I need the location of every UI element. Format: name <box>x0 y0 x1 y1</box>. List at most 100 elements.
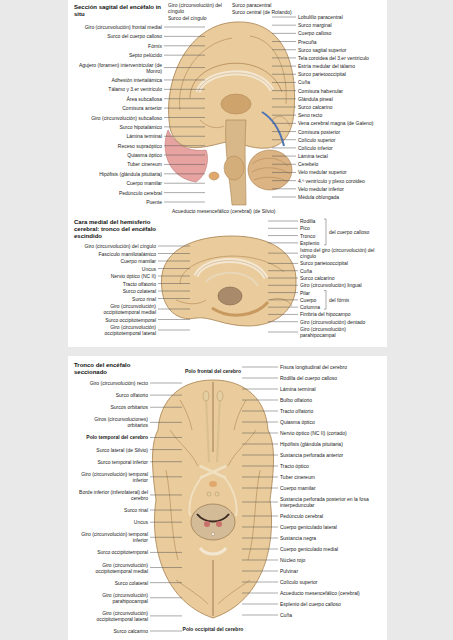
leader-line <box>272 66 296 67</box>
leader-line <box>242 604 278 605</box>
venous-sinus <box>262 112 284 146</box>
part-label: Surco central (de Rolando) <box>232 9 294 15</box>
part-label: Tela coroidea del 3.er ventrículo <box>298 55 382 61</box>
red-nucleus <box>204 521 210 527</box>
leader-line <box>164 155 205 156</box>
part-label: Acueducto mesencefálico (cerebral) <box>280 590 380 596</box>
part-label: Surco temporal inferior <box>74 459 148 465</box>
leader-line <box>164 79 205 80</box>
leader-line <box>272 131 296 132</box>
part-label: Comisura anterior <box>76 105 162 111</box>
leader-line <box>158 261 190 262</box>
leader-line <box>158 298 190 299</box>
part-label: Surco sagital superior <box>298 47 382 53</box>
part-label: Surco colateral <box>74 580 148 586</box>
leader-line <box>164 67 205 68</box>
corpus-callosum <box>196 261 266 279</box>
leader-line <box>158 309 190 310</box>
leader-line <box>150 510 182 511</box>
leader-line <box>326 219 327 245</box>
part-label: Giro (circunvolución) occipitotemporal l… <box>74 324 156 336</box>
part-label: Nervio óptico (NC II) (cortado) <box>280 430 380 436</box>
optic-chiasm <box>200 466 226 478</box>
leader-line <box>268 299 298 300</box>
leader-line <box>150 537 182 538</box>
leader-line <box>164 173 205 174</box>
part-label: Tálamo y 3.er ventrículo <box>76 86 162 92</box>
substantia-nigra <box>197 514 229 522</box>
part-label: Cuerpo mamilar <box>280 485 380 491</box>
leader-line <box>150 383 182 384</box>
part-label: Vena cerebral magna (de Galeno) <box>298 120 382 126</box>
part-label: Giros (circunvoluciones) orbitarios <box>74 416 148 428</box>
leader-line <box>268 307 298 308</box>
leader-line <box>242 477 278 478</box>
leader-line <box>150 461 182 462</box>
leader-line <box>164 108 205 109</box>
part-label: Giro (circunvolución) frontal medial <box>76 24 162 30</box>
part-label: Giro (circunvolución) parahipocampal <box>74 592 148 604</box>
part-label: Surco occipitotemporal <box>74 549 148 555</box>
leader-line <box>158 330 190 331</box>
leader-line <box>272 25 296 26</box>
leader-line <box>158 319 190 320</box>
leader-line <box>164 145 205 146</box>
part-label: Agujero (foramen) interventricular (de M… <box>76 62 162 74</box>
leader-line <box>272 90 296 91</box>
corpus-callosum-outline <box>196 261 266 279</box>
leader-line <box>242 466 278 467</box>
leader-line <box>268 263 298 264</box>
part-label: Surco del cuerpo calloso <box>76 33 162 39</box>
leader-line <box>272 139 296 140</box>
part-label: Uncus <box>74 519 148 525</box>
part-label: Pedúnculo cerebral <box>76 190 162 196</box>
part-label: Istmo del giro (circunvolución) del cíng… <box>300 247 380 259</box>
part-label: Acueducto mesencefálico (cerebral) (de S… <box>172 208 298 214</box>
aqueduct <box>212 533 215 536</box>
part-label: Cuerpo mamilar <box>74 258 156 264</box>
part-label: Tronco del encéfalo seccionado <box>74 362 140 376</box>
part-label: Lámina terminal <box>280 386 380 392</box>
leader-line <box>242 367 278 368</box>
leader-line <box>268 292 298 293</box>
leader-line <box>268 321 298 322</box>
part-label: Velo medular superior <box>298 169 382 175</box>
leader-line <box>242 560 278 561</box>
part-label: Colículo superior <box>298 137 382 143</box>
mamillary-body <box>215 492 219 496</box>
part-label: Columna <box>300 304 380 310</box>
leader-line <box>150 582 182 583</box>
leader-line <box>158 246 190 247</box>
leader-line <box>272 49 296 50</box>
mamillary-body <box>207 492 211 496</box>
part-label: Uncus <box>74 266 156 272</box>
leader-line <box>272 107 296 108</box>
thalamus <box>221 94 251 114</box>
part-label: Fimbria del hipocampo <box>300 311 380 317</box>
part-label: Lámina terminal <box>76 133 162 139</box>
part-label: Polo frontal del cerebro <box>173 368 253 374</box>
part-label: Rodilla <box>300 218 380 224</box>
leader-line <box>150 615 182 616</box>
leader-line <box>272 147 296 148</box>
part-label: Tracto olfatorio <box>280 408 380 414</box>
part-label: Surcos orbitarios <box>74 404 148 410</box>
cingulate-sulcus <box>190 63 282 98</box>
part-label: Surco hipotalámico <box>76 124 162 130</box>
leader-line <box>242 433 278 434</box>
leader-line <box>150 597 182 598</box>
leader-line <box>324 290 326 291</box>
part-label: Sustancia negra <box>280 535 380 541</box>
splenium <box>200 548 226 554</box>
leader-line <box>272 82 296 83</box>
part-label: Giro (circunvolución) parahipocampal <box>300 326 380 338</box>
part-label: Estría medular del tálamo <box>298 63 382 69</box>
leader-line <box>268 235 298 236</box>
part-label: Tuber cinereum <box>280 474 380 480</box>
part-label: Cuerpo geniculado lateral <box>280 524 380 530</box>
corpus-callosum-outline <box>198 73 272 92</box>
leader-line <box>272 188 296 189</box>
leader-line <box>158 268 190 269</box>
part-label: Surco del cíngulo <box>168 15 228 21</box>
